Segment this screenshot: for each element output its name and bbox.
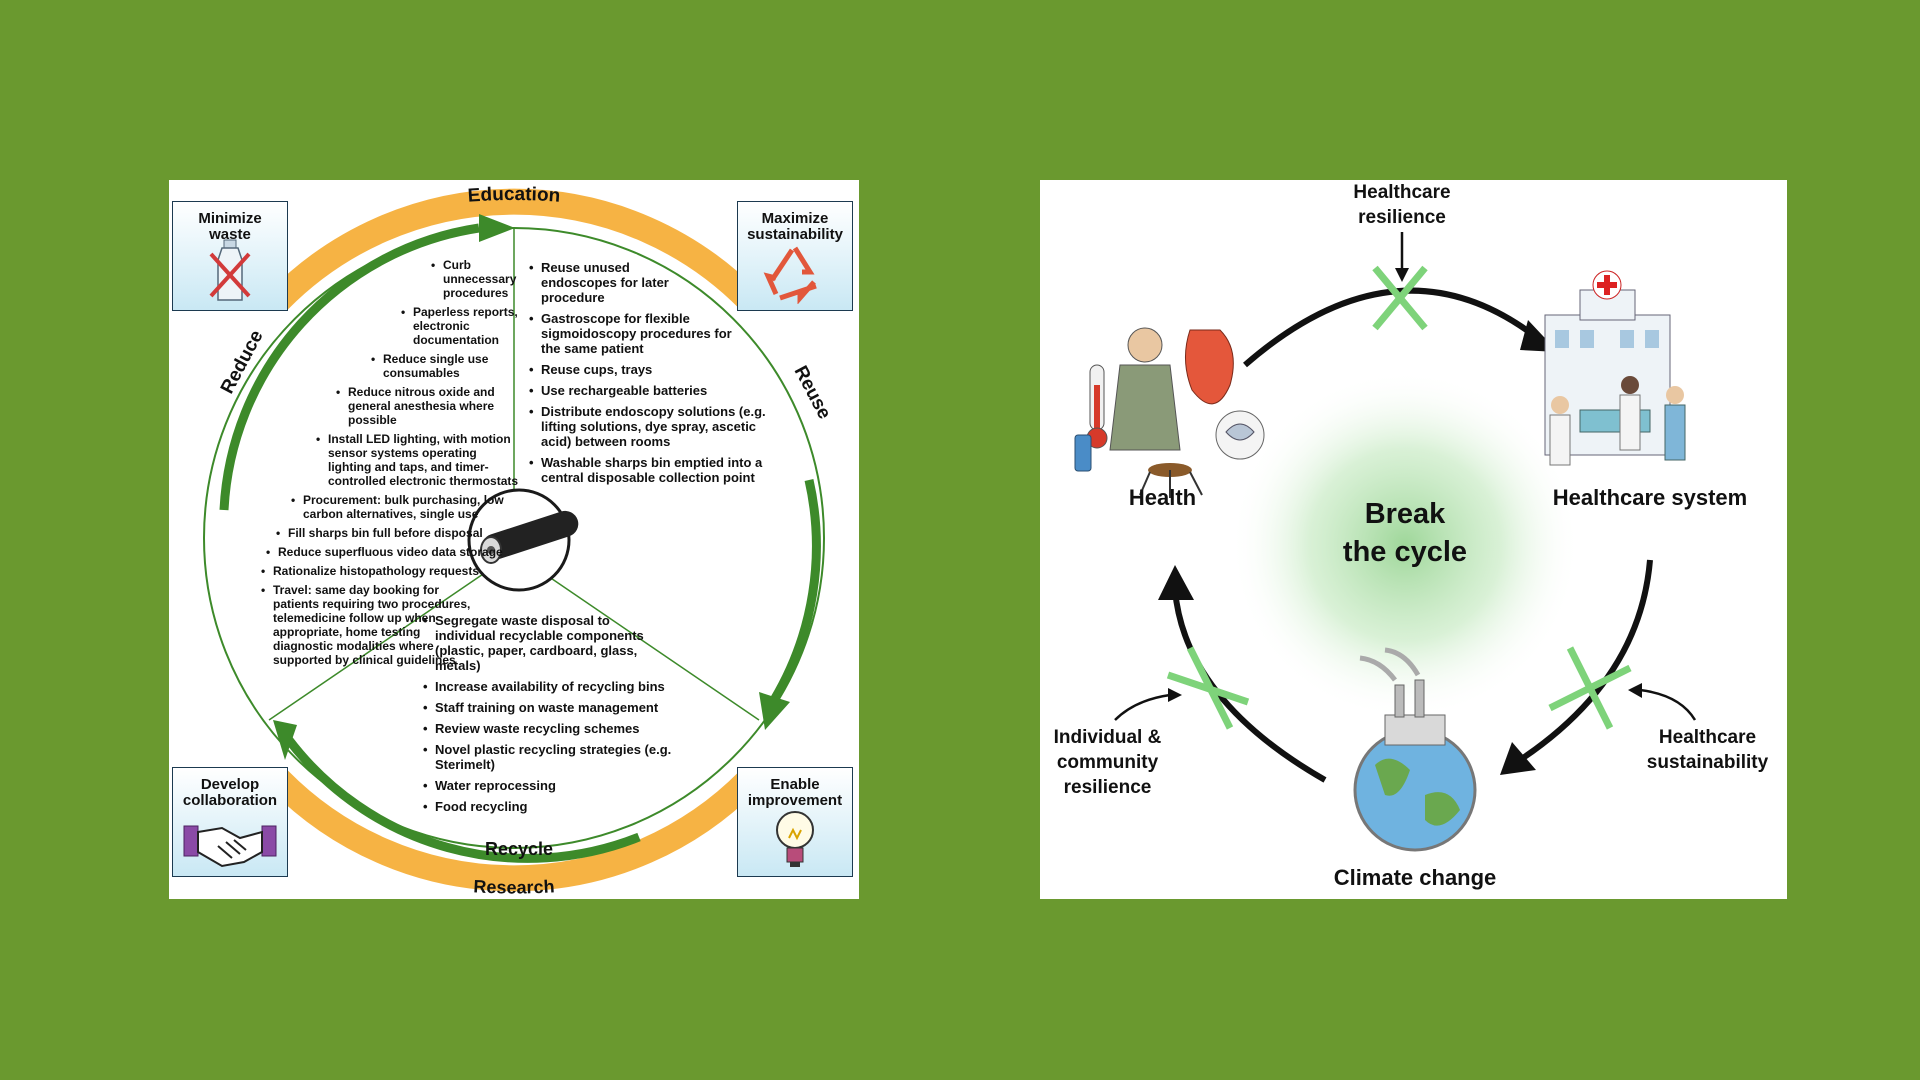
list-item: Rationalize histopathology requests xyxy=(261,564,521,578)
crossed-bottle-icon xyxy=(209,239,251,301)
enable-improvement-label: Enable improvement xyxy=(747,776,843,809)
list-item: Novel plastic recycling strategies (e.g.… xyxy=(423,742,695,772)
education-label: Education xyxy=(467,184,561,207)
list-item: Food recycling xyxy=(423,799,723,814)
list-item: Gastroscope for flexible sigmoidoscopy p… xyxy=(529,311,751,356)
list-item: Install LED lighting, with motion sensor… xyxy=(316,432,521,488)
sustainability-cycle-graphic: Education Research Reduce Reuse Recycle xyxy=(203,184,835,898)
reuse-label: Reuse xyxy=(790,362,835,422)
healthcare-resilience-pointer-head xyxy=(1395,268,1409,282)
center-glow xyxy=(1230,370,1580,720)
minimize-waste-box: Minimize waste xyxy=(172,201,288,311)
maximize-sustainability-box: Maximize sustainability xyxy=(737,201,853,311)
individual-community-resilience-label: Individual & community resilience xyxy=(1053,727,1162,798)
list-item: Procurement: bulk purchasing, low carbon… xyxy=(291,493,521,521)
recycle-label: Recycle xyxy=(485,839,553,859)
recycle-arrowhead xyxy=(273,720,297,760)
reuse-arrowhead xyxy=(759,692,790,730)
list-item: Water reprocessing xyxy=(423,778,723,793)
enable-improvement-box: Enable improvement xyxy=(737,767,853,877)
list-item: Reduce superfluous video data storage xyxy=(266,545,521,559)
list-item: Reuse unused endoscopes for later proced… xyxy=(529,260,681,305)
develop-collaboration-box: Develop collaboration xyxy=(172,767,288,877)
healthcare-sustainability-cross xyxy=(1548,646,1632,730)
healthcare-sustainability-pointer-head xyxy=(1628,683,1642,698)
research-band xyxy=(269,770,759,892)
reduce-arrowhead xyxy=(479,214,515,242)
health-illustration xyxy=(1074,327,1265,498)
recycle-arrow xyxy=(285,737,641,863)
arrowhead-health xyxy=(1158,565,1194,600)
research-label: Research xyxy=(473,876,555,897)
recycle-icon xyxy=(763,246,817,304)
list-item: Curb unnecessary procedures xyxy=(431,258,521,300)
individual-resilience-pointer-head xyxy=(1168,688,1182,702)
individual-resilience-pointer xyxy=(1114,693,1171,721)
minimize-waste-label: Minimize waste xyxy=(198,210,262,243)
healthcare-resilience-label: Healthcare resilience xyxy=(1353,182,1451,228)
healthcare-sustainability-pointer xyxy=(1639,688,1697,721)
list-item: Increase availability of recycling bins xyxy=(423,679,723,694)
healthcare-system-label: Healthcare system xyxy=(1552,485,1748,510)
list-item: Staff training on waste management xyxy=(423,700,723,715)
sustainability-diagram-panel: Education Research Reduce Reuse Recycle … xyxy=(169,180,859,899)
climate-change-label: Climate change xyxy=(1333,865,1497,890)
reduce-arrow xyxy=(219,223,480,511)
handshake-icon xyxy=(183,825,277,868)
recycle-list: Segregate waste disposal to individual r… xyxy=(423,613,723,820)
list-item: Segregate waste disposal to individual r… xyxy=(423,613,665,673)
develop-collaboration-label: Develop collaboration xyxy=(182,776,278,809)
reuse-arrow xyxy=(770,479,821,703)
reduce-list: Curb unnecessary procedures Paperless re… xyxy=(221,258,521,672)
climate-health-cycle-graphic xyxy=(1074,232,1697,852)
healthcare-resilience-cross xyxy=(1372,265,1428,331)
list-item: Review waste recycling schemes xyxy=(423,721,723,736)
maximize-sustainability-label: Maximize sustainability xyxy=(747,210,843,243)
arrow-system-to-climate xyxy=(1518,559,1653,763)
education-band xyxy=(269,188,759,310)
health-label: Health xyxy=(1128,485,1197,510)
list-item: Distribute endoscopy solutions (e.g. lif… xyxy=(529,404,781,449)
list-item: Reduce single use consumables xyxy=(371,352,521,380)
list-item: Washable sharps bin emptied into a centr… xyxy=(529,455,786,485)
reuse-list: Reuse unused endoscopes for later proced… xyxy=(529,260,789,491)
arrowhead-climate xyxy=(1500,742,1536,775)
break-the-cycle-label: Break the cycle xyxy=(1342,498,1468,568)
list-item: Reduce nitrous oxide and general anesthe… xyxy=(336,385,521,427)
list-item: Fill sharps bin full before disposal xyxy=(276,526,521,540)
list-item: Reuse cups, trays xyxy=(529,362,789,377)
individual-resilience-cross xyxy=(1166,646,1250,730)
healthcare-sustainability-label: Healthcare sustainability xyxy=(1646,727,1769,773)
break-the-cycle-panel: Health Healthcare system Climate change … xyxy=(1040,180,1787,899)
list-item: Use rechargeable batteries xyxy=(529,383,789,398)
list-item: Travel: same day booking for patients re… xyxy=(261,583,473,667)
globe-factory-illustration xyxy=(1353,647,1477,852)
hospital-illustration xyxy=(1544,270,1686,466)
lightbulb-icon xyxy=(776,811,814,867)
list-item: Paperless reports, electronic documentat… xyxy=(401,305,521,347)
